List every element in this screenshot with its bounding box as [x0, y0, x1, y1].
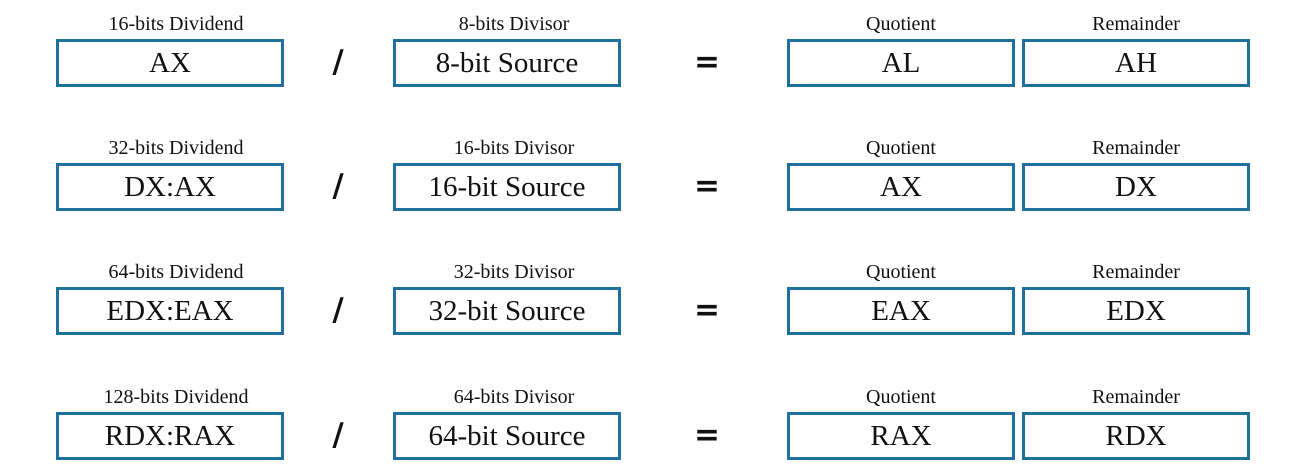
divide-operator: /	[332, 292, 344, 328]
dividend-label: 32-bits Dividend	[108, 137, 244, 159]
remainder-box: DX	[1022, 163, 1250, 211]
division-row-16bit: 16-bits Dividend AX / 8-bits Divisor 8-b…	[0, 12, 1292, 87]
quotient-label: Quotient	[866, 261, 936, 283]
equals-operator: =	[694, 292, 720, 328]
divisor-label: 32-bits Divisor	[453, 261, 575, 283]
divisor-label: 16-bits Divisor	[453, 137, 575, 159]
dividend-box: AX	[56, 39, 284, 87]
equals-operator: =	[694, 44, 720, 80]
remainder-box: AH	[1022, 39, 1250, 87]
remainder-label: Remainder	[1092, 137, 1180, 159]
remainder-label: Remainder	[1092, 261, 1180, 283]
dividend-label: 64-bits Dividend	[108, 261, 244, 283]
dividend-label: 16-bits Dividend	[108, 13, 244, 35]
divisor-box: 8-bit Source	[393, 39, 621, 87]
remainder-label: Remainder	[1092, 386, 1180, 408]
quotient-label: Quotient	[866, 137, 936, 159]
divide-operator: /	[332, 417, 344, 453]
dividend-box: RDX:RAX	[56, 412, 284, 460]
dividend-label: 128-bits Dividend	[103, 386, 249, 408]
remainder-box: EDX	[1022, 287, 1250, 335]
quotient-box: RAX	[787, 412, 1015, 460]
remainder-box: RDX	[1022, 412, 1250, 460]
divisor-box: 16-bit Source	[393, 163, 621, 211]
equals-operator: =	[694, 417, 720, 453]
remainder-label: Remainder	[1092, 13, 1180, 35]
quotient-box: AL	[787, 39, 1015, 87]
divisor-label: 8-bits Divisor	[458, 13, 570, 35]
divisor-box: 32-bit Source	[393, 287, 621, 335]
divisor-label: 64-bits Divisor	[453, 386, 575, 408]
divisor-box: 64-bit Source	[393, 412, 621, 460]
equals-operator: =	[694, 168, 720, 204]
dividend-box: EDX:EAX	[56, 287, 284, 335]
quotient-box: EAX	[787, 287, 1015, 335]
quotient-box: AX	[787, 163, 1015, 211]
quotient-label: Quotient	[866, 386, 936, 408]
division-row-128bit: 128-bits Dividend RDX:RAX / 64-bits Divi…	[0, 385, 1292, 460]
division-row-32bit: 32-bits Dividend DX:AX / 16-bits Divisor…	[0, 136, 1292, 211]
quotient-label: Quotient	[866, 13, 936, 35]
divide-operator: /	[332, 44, 344, 80]
dividend-box: DX:AX	[56, 163, 284, 211]
division-row-64bit: 64-bits Dividend EDX:EAX / 32-bits Divis…	[0, 260, 1292, 335]
divide-operator: /	[332, 168, 344, 204]
